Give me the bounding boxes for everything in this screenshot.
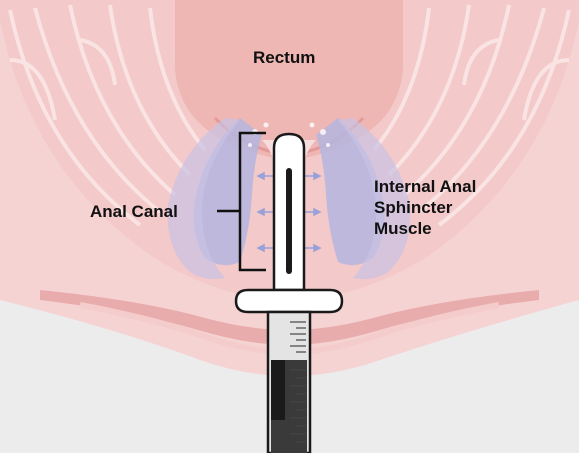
internal-sphincter-label: Internal Anal Sphincter Muscle	[374, 176, 476, 239]
sphincter-label-line-1: Internal Anal	[374, 176, 476, 197]
anal-canal-label: Anal Canal	[90, 201, 178, 222]
sphincter-label-line-2: Sphincter	[374, 197, 476, 218]
sphincter-label-line-3: Muscle	[374, 218, 476, 239]
syringe-plunger-highlight	[271, 360, 285, 420]
rectum-label: Rectum	[253, 47, 315, 68]
applicator-slot	[286, 168, 292, 274]
applicator-flange	[236, 290, 342, 312]
